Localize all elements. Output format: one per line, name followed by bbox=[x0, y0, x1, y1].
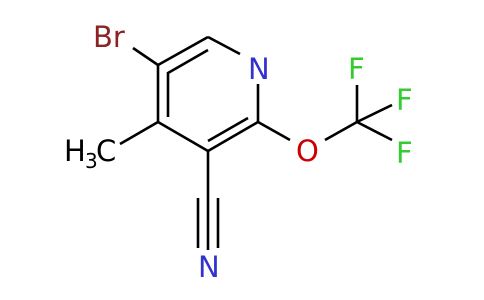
atom-br: Br bbox=[93, 20, 125, 54]
bond-c3-c4 bbox=[157, 120, 209, 153]
bond-cf3-f-right bbox=[356, 103, 393, 124]
methyl-c: C bbox=[96, 134, 116, 168]
bond-c2-c3-inner bbox=[207, 116, 249, 143]
bond-c2-o bbox=[257, 120, 291, 142]
bond-c4-ch3 bbox=[119, 120, 159, 146]
atom-labels: Br N O F F F H 3 C N bbox=[64, 20, 413, 284]
atom-n-ring: N bbox=[248, 52, 270, 86]
bond-o-cf3 bbox=[324, 120, 358, 142]
bond-c6-n1 bbox=[207, 35, 241, 56]
substituent-bonds bbox=[119, 46, 393, 250]
atom-n-nitrile: N bbox=[198, 250, 220, 284]
bond-c2-c3 bbox=[207, 120, 259, 153]
bond-c5-br bbox=[132, 46, 159, 67]
atom-o: O bbox=[296, 134, 319, 168]
bond-cf3-f-bottom bbox=[356, 120, 393, 142]
atom-f-right: F bbox=[396, 83, 413, 117]
bond-c5-c6 bbox=[157, 35, 209, 67]
methyl-h: H bbox=[64, 134, 86, 168]
methyl-subscript: 3 bbox=[85, 149, 98, 173]
atom-f-top: F bbox=[348, 52, 365, 86]
atom-f-bottom: F bbox=[396, 136, 413, 170]
bond-c5-c6-inner bbox=[167, 48, 209, 75]
ring-bonds bbox=[156, 35, 260, 153]
